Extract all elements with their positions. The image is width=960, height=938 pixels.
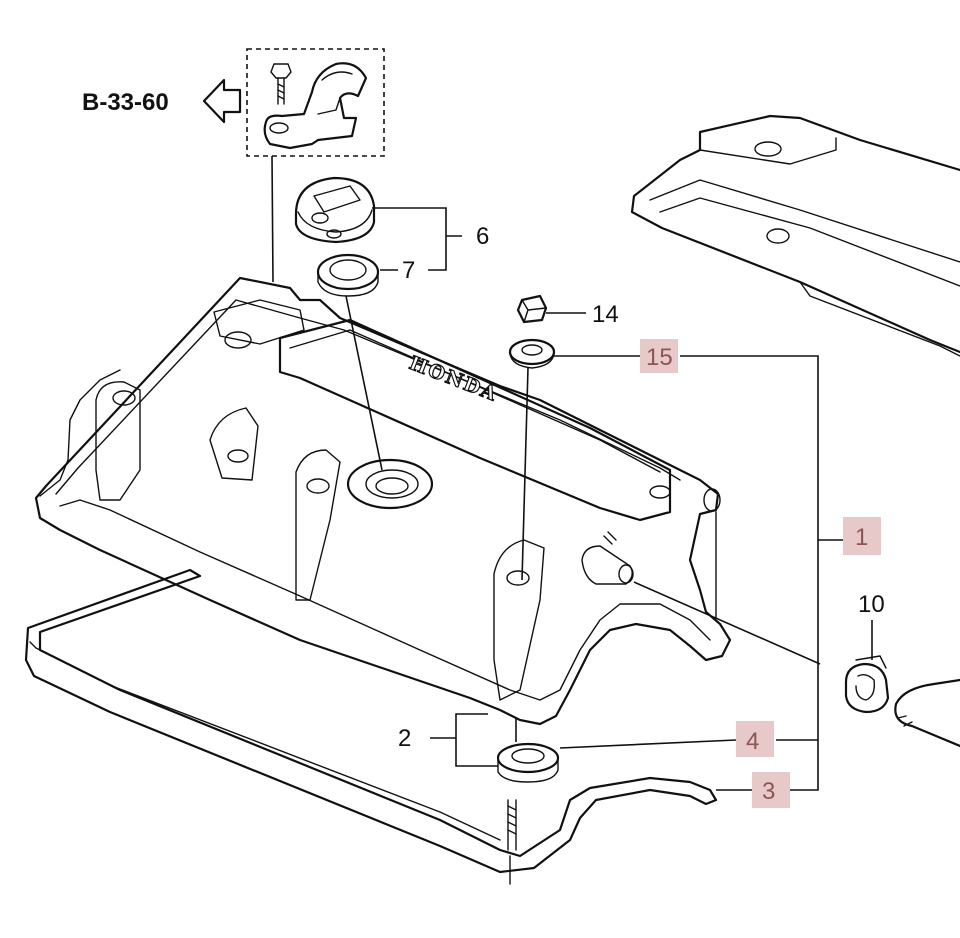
cap-axis-line [345,295,383,471]
reference-arrow[interactable]: B-33-60 [82,78,242,124]
bracket-leader [271,155,274,283]
oil-filler-cap [294,176,376,244]
callout-1-highlight [843,517,881,555]
callout-15[interactable]: 15 [646,344,673,371]
callout-14: 14 [592,301,619,328]
bracket-group-box [246,48,385,157]
callout-4[interactable]: 4 [746,728,759,755]
nut-axis-line [521,367,529,581]
pcv-hose [894,678,960,748]
callout-bracket-6-7 [372,207,462,271]
cover-washer [508,338,556,369]
callout-3-highlight [752,772,790,808]
cover-brand-logo: HONDA [406,352,501,406]
pcv-axis-line [633,581,821,665]
callout-15-leader [554,355,819,791]
stud-bolt [507,799,517,885]
callout-4-highlight [736,721,774,757]
callout-6: 6 [476,223,489,250]
callout-3[interactable]: 3 [762,778,775,805]
callout-bracket-2 [430,713,498,767]
reference-label: B-33-60 [82,89,169,116]
bracket-bolt [270,63,292,105]
callout-2: 2 [398,725,411,752]
hose-clamp [844,655,890,714]
valve-cover-gasket [24,568,718,874]
callout-7: 7 [402,257,415,284]
callout-15-highlight [640,339,678,373]
callout-10: 10 [858,591,885,618]
callout-4-leader [559,739,818,749]
cover-seal [496,742,560,783]
callout-1[interactable]: 1 [855,524,868,551]
left-arrow-icon [202,78,242,124]
cover-nut [516,294,548,324]
engine-top-cover [630,114,960,357]
filler-cap-seal [316,253,380,297]
bracket [263,62,368,150]
valve-cover: HONDA [34,276,732,726]
